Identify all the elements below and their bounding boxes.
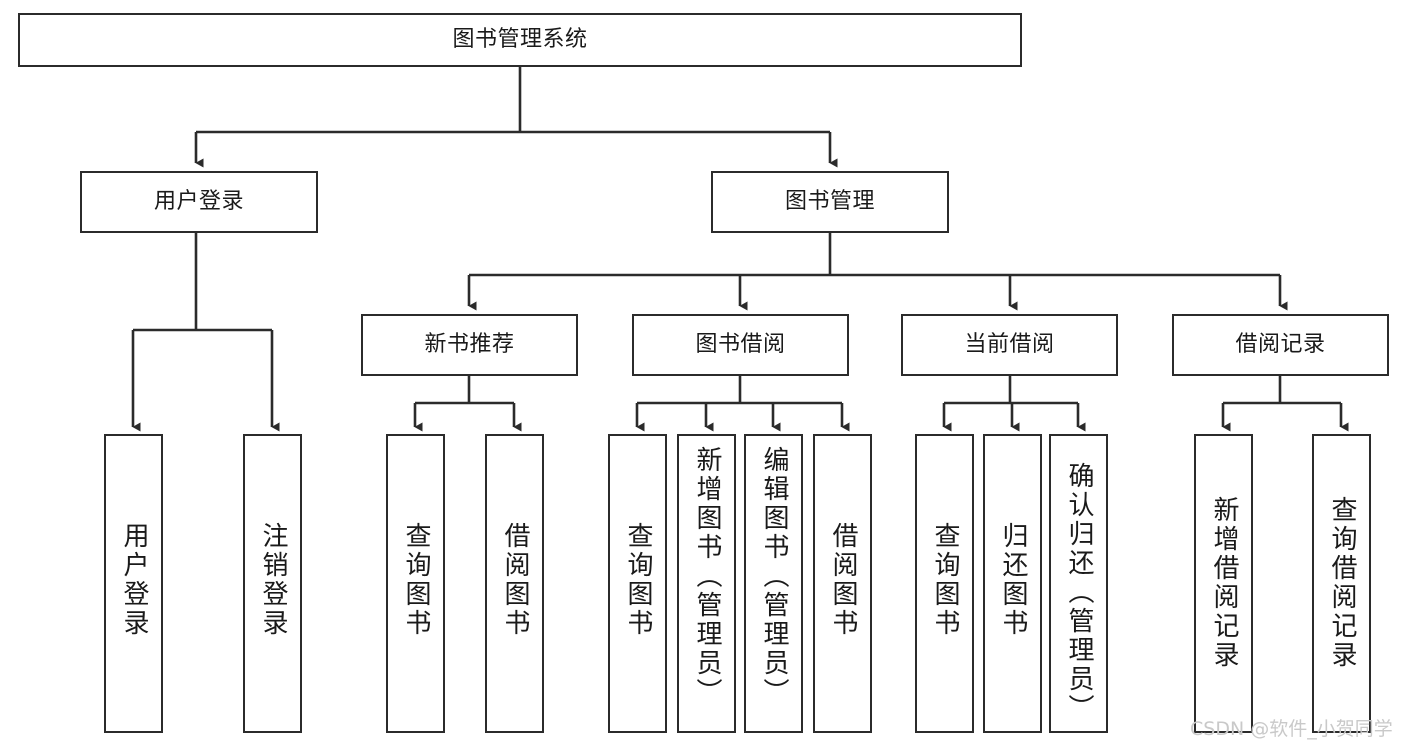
leaf-borrow-edit-book[interactable]: 编辑图书（管理员） [744,434,803,733]
leaf-cur-confirm-return[interactable]: 确认归还（管理员） [1049,434,1108,733]
leaf-cur-query-book[interactable]: 查询图书 [915,434,974,733]
node-book-management-label: 图书管理 [784,188,875,214]
node-book-management[interactable]: 图书管理 [711,171,949,233]
leaf-borrow-add-book-label: 新增图书（管理员） [692,446,723,707]
leaf-user-login[interactable]: 用户登录 [104,434,163,733]
node-borrow-record-label: 借阅记录 [1235,331,1326,357]
leaf-borrow-add-book[interactable]: 新增图书（管理员） [677,434,736,733]
node-root-label: 图书管理系统 [452,26,588,52]
leaf-cur-return-book[interactable]: 归还图书 [983,434,1042,733]
leaf-rec-borrow-book-label: 借阅图书 [500,522,531,638]
leaf-logout[interactable]: 注销登录 [243,434,302,733]
leaf-rec-borrow-book[interactable]: 借阅图书 [485,434,544,733]
node-root[interactable]: 图书管理系统 [18,13,1022,67]
leaf-user-login-label: 用户登录 [119,522,150,638]
leaf-rec-query-book[interactable]: 查询图书 [386,434,445,733]
leaf-borrow-borrow-book-label: 借阅图书 [828,522,859,638]
leaf-borrow-query-book[interactable]: 查询图书 [608,434,667,733]
leaf-rec-add-record[interactable]: 新增借阅记录 [1194,434,1253,733]
node-book-borrow-label: 图书借阅 [695,331,786,357]
node-user-login[interactable]: 用户登录 [80,171,318,233]
leaf-cur-confirm-return-label: 确认归还（管理员） [1064,462,1095,723]
leaf-cur-return-book-label: 归还图书 [998,522,1029,638]
leaf-rec-query-record-label: 查询借阅记录 [1327,496,1358,670]
leaf-rec-query-book-label: 查询图书 [401,522,432,638]
node-user-login-label: 用户登录 [153,188,244,214]
leaf-cur-query-book-label: 查询图书 [930,522,961,638]
leaf-borrow-borrow-book[interactable]: 借阅图书 [813,434,872,733]
leaf-logout-label: 注销登录 [258,522,289,638]
leaf-rec-query-record[interactable]: 查询借阅记录 [1312,434,1371,733]
node-new-book-recommend-label: 新书推荐 [424,331,515,357]
leaf-borrow-edit-book-label: 编辑图书（管理员） [759,446,790,707]
node-current-borrow-label: 当前借阅 [964,331,1055,357]
node-current-borrow[interactable]: 当前借阅 [901,314,1118,376]
leaf-borrow-query-book-label: 查询图书 [623,522,654,638]
node-book-borrow[interactable]: 图书借阅 [632,314,849,376]
csdn-watermark: CSDN @软件_小贺同学 [1190,718,1393,740]
node-new-book-recommend[interactable]: 新书推荐 [361,314,578,376]
node-borrow-record[interactable]: 借阅记录 [1172,314,1389,376]
leaf-rec-add-record-label: 新增借阅记录 [1209,496,1240,670]
